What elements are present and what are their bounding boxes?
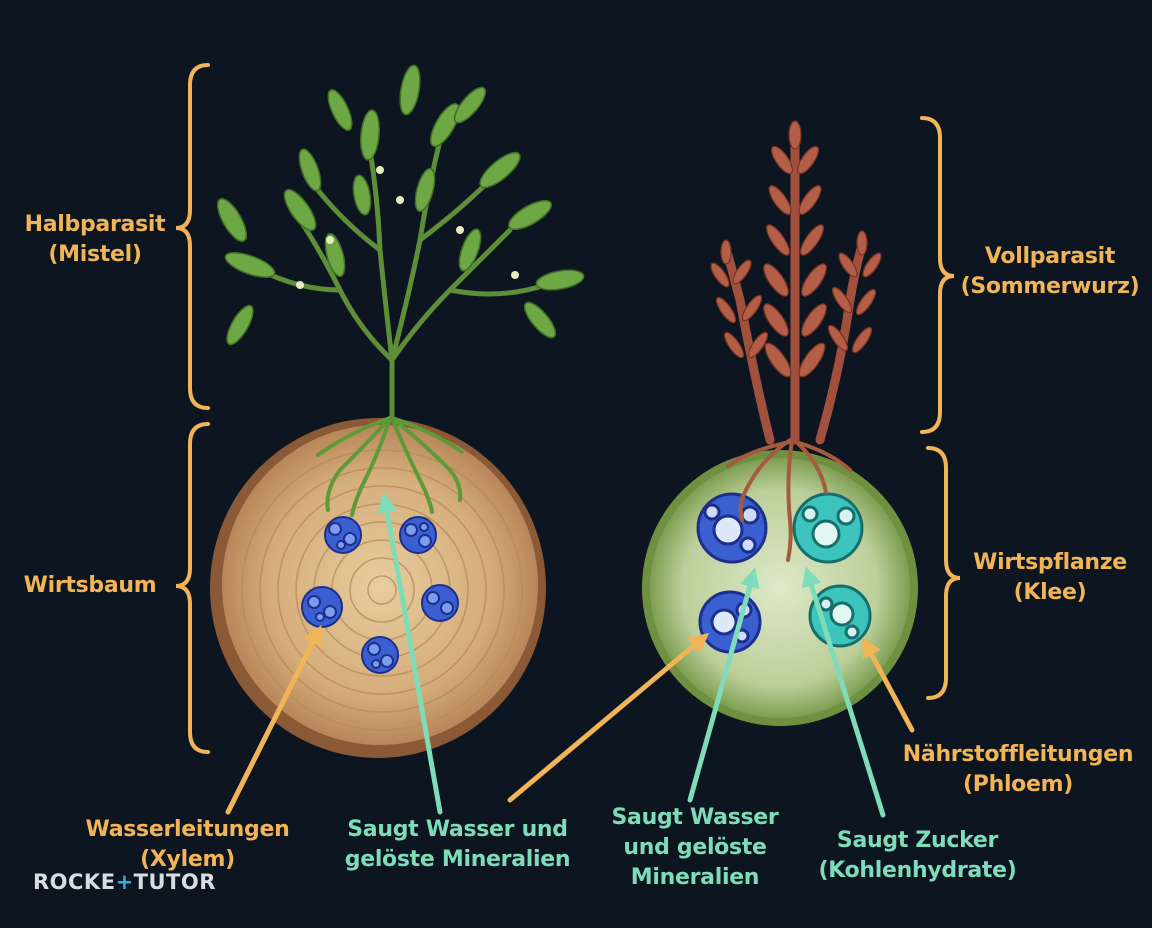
broomrape-roots — [726, 438, 852, 562]
host-tree-cross-section — [210, 416, 546, 758]
label-wirtspflanze: Wirtspflanze (Klee) — [973, 550, 1127, 605]
bracket-vollparasit — [920, 116, 955, 434]
broomrape-plant — [710, 120, 882, 445]
bracket-wirtsbaum — [175, 422, 210, 754]
logo-plus: + — [115, 870, 134, 894]
label-xylem: Wasserleitungen (Xylem) — [85, 817, 290, 872]
label-saugt-wasser-right: Saugt Wasser und gelöste Mineralien — [611, 805, 779, 890]
arrow-saugt-to-xylem-right — [507, 632, 710, 803]
label-saugt-wasser-left: Saugt Wasser und gelöste Mineralien — [344, 817, 571, 872]
label-wirtsbaum: Wirtsbaum — [23, 573, 157, 598]
logo-part1: ROCKE — [33, 870, 116, 894]
label-halbparasit: Halbparasit (Mistel) — [24, 212, 166, 267]
label-vollparasit: Vollparasit (Sommerwurz) — [960, 244, 1140, 299]
arrow-water-right — [687, 567, 760, 803]
host-plant-cross-section — [642, 438, 918, 726]
arrow-phloem — [862, 636, 915, 733]
arrows — [225, 492, 915, 818]
bracket-halbparasit — [175, 63, 210, 410]
arrow-xylem-left — [225, 624, 322, 815]
arrow-water-left — [377, 492, 443, 815]
clover-phloem — [792, 492, 872, 648]
logo-part2: TUTOR — [133, 870, 216, 894]
arrow-sugar — [802, 566, 886, 818]
mistletoe-roots — [316, 416, 464, 517]
brackets — [175, 63, 961, 754]
mistletoe-plant — [216, 64, 585, 423]
bracket-wirtspflanze — [926, 446, 961, 700]
xylem-clusters — [301, 516, 459, 674]
brand-logo: ROCKE+TUTOR — [33, 870, 216, 894]
label-saugt-zucker: Saugt Zucker (Kohlenhydrate) — [818, 828, 1017, 883]
label-phloem: Nährstoffleitungen (Phloem) — [902, 742, 1134, 797]
